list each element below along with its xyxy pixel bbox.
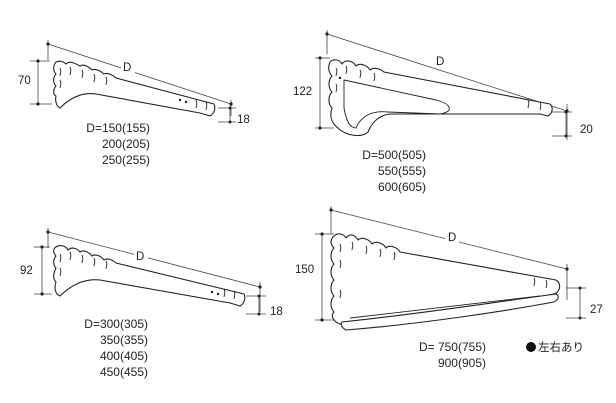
size-line: 450(455) [99,365,148,379]
bracket-1-thick-label: 18 [237,114,250,126]
size-line: 900(905) [437,356,486,370]
bracket-2: D 122 20 [293,30,593,140]
size-line: 600(605) [377,180,426,194]
bracket-3-depth-label: D [136,251,144,263]
bracket-1-sizes: D=150(155) 200(205) 250(255) [60,120,150,168]
size-line: 400(405) [99,349,148,363]
bracket-4-height-label: 150 [295,264,314,276]
bracket-4: D 150 27 [295,206,603,331]
size-line: D=500(505) [362,148,426,162]
size-line: D=150(155) [86,121,150,135]
bracket-4-sizes: D= 750(755) 900(905) [396,339,486,371]
bracket-1-depth-label: D [123,62,131,74]
size-line: 250(255) [101,153,150,167]
bracket-4-thick-label: 27 [590,304,603,316]
bracket-1: D 70 18 [18,40,250,126]
size-line: 200(205) [101,137,150,151]
bracket-2-height-label: 122 [293,86,312,98]
bracket-2-depth-label: D [436,56,444,68]
bracket-2-sizes: D=500(505) 550(555) 600(605) [336,147,426,195]
bracket-3-height-label: 92 [20,265,33,277]
bracket-4-depth-label: D [448,232,456,244]
size-line: D= 750(755) [418,340,486,354]
bullet-dot-icon [526,342,536,352]
size-line: 350(355) [99,333,148,347]
bracket-3-sizes: D=300(305) 350(355) 400(405) 450(455) [58,316,148,380]
bracket-3-thick-label: 18 [270,306,283,318]
size-line: D=300(305) [84,317,148,331]
left-right-note: 左右あり [526,339,584,355]
size-line: 550(555) [377,164,426,178]
note-text: 左右あり [538,340,584,354]
bracket-3: D 92 18 [20,228,283,318]
bracket-2-thick-label: 20 [580,124,593,136]
bracket-1-height-label: 70 [18,75,31,87]
